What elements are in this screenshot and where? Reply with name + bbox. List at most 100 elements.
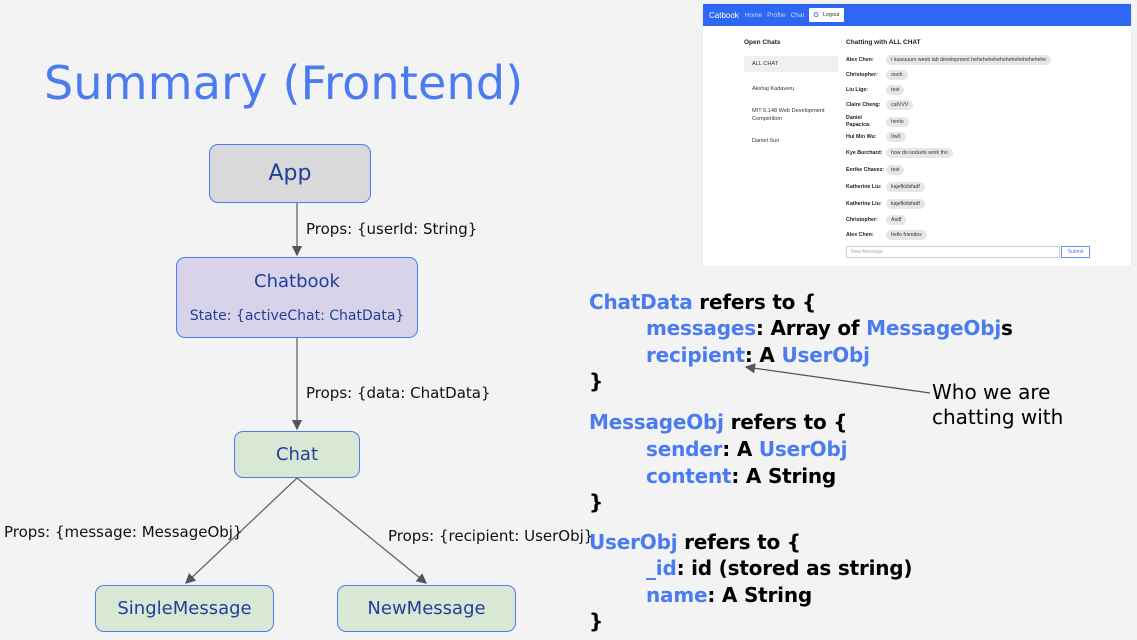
edge-label-chatbook-chat: Props: {data: ChatData}	[306, 384, 491, 402]
code-text: : Array of	[755, 316, 867, 340]
code-id-line: _id: id (stored as string)	[646, 556, 913, 580]
node-new-message: NewMessage	[337, 585, 516, 632]
code-text: : A	[722, 437, 759, 461]
field-key: sender	[646, 437, 723, 461]
code-text: refers to {	[692, 290, 817, 314]
type-name: MessageObj	[589, 410, 724, 434]
message-bubble: kajefkldsfadf	[886, 199, 925, 209]
message-sender: Liu Lige:	[846, 86, 869, 93]
message-row: Christopher: Asdf	[846, 215, 1096, 225]
code-close-brace: }	[589, 609, 604, 633]
chat-item-all-chat[interactable]: ALL CHAT	[744, 56, 838, 72]
code-chatdata-header: ChatData refers to {	[589, 290, 816, 314]
edge-chat-new	[296, 477, 428, 584]
message-sender: Kye Burchard:	[846, 149, 883, 156]
node-chatbook-state: State: {activeChat: ChatData}	[189, 308, 405, 324]
message-bubble: how do sockets work tho	[886, 148, 953, 158]
message-sender: Christopher:	[846, 71, 878, 78]
chat-item-daniel[interactable]: Daniel Sun	[752, 138, 780, 144]
message-sender: Katherine Liu:	[846, 183, 882, 190]
message-row: Alex Chen:i luuuuuurv weeb lab developme…	[846, 55, 1096, 65]
message-sender: Daniel Papacica:	[846, 115, 871, 128]
message-bubble: hello friendos	[886, 230, 927, 240]
code-text: s	[1001, 316, 1013, 340]
nav-link-profile[interactable]: Profile	[767, 11, 786, 19]
code-messageobj-header: MessageObj refers to {	[589, 410, 848, 434]
message-bubble: kajefkldsfadf	[886, 182, 925, 192]
message-row: Katherine Liu: kajefkldsfadf	[846, 199, 1096, 209]
message-row: Liu Lige:test	[846, 85, 1096, 95]
code-close-brace: }	[589, 490, 604, 514]
code-content-line: content: A String	[646, 464, 836, 488]
message-bubble: Asdf	[886, 215, 907, 225]
chat-item-mit[interactable]: MIT 6.148 Web Development Competition	[752, 108, 825, 122]
field-key: _id	[646, 556, 677, 580]
code-text: : id (stored as string)	[676, 556, 913, 580]
message-bubble: i luuuuuurv weeb lab development heheheh…	[886, 55, 1052, 65]
new-message-input[interactable]: New Message	[846, 246, 1060, 258]
message-bubble: catVVV	[886, 100, 914, 110]
code-close-brace: }	[589, 369, 604, 393]
edge-chat-single	[185, 477, 298, 584]
message-sender: Katherine Liu:	[846, 200, 882, 207]
nav-link-home[interactable]: Home	[744, 11, 763, 19]
node-single-message-label: SingleMessage	[117, 598, 252, 619]
node-chatbook-label: Chatbook	[254, 271, 340, 292]
logout-label: Logout	[822, 12, 840, 18]
type-name: ChatData	[589, 290, 693, 314]
message-sender: Claire Cheng:	[846, 101, 881, 108]
message-row: Claire Cheng: catVVV	[846, 100, 1096, 110]
node-new-message-label: NewMessage	[367, 598, 486, 619]
annotation-line-2: chatting with	[932, 405, 1064, 429]
code-userobj-header: UserObj refers to {	[589, 530, 801, 554]
message-sender: Hui Min Wu:	[846, 133, 877, 140]
chat-item-akshaj[interactable]: Akshaj Kadaveru	[752, 86, 795, 92]
navbar-brand[interactable]: Catbook	[709, 10, 739, 20]
annotation-line-1: Who we are	[932, 380, 1051, 404]
node-chatbook: Chatbook State: {activeChat: ChatData}	[176, 257, 418, 338]
message-row: Hui Min Wu: 0w0	[846, 132, 1096, 142]
open-chats-title: Open Chats	[744, 39, 781, 46]
code-text: : A	[744, 343, 782, 367]
annotation-arrow	[744, 363, 931, 394]
message-bubble: henlo	[886, 116, 909, 127]
chatting-title: Chatting with ALL CHAT	[846, 39, 921, 46]
code-name-line: name: A String	[646, 583, 812, 607]
submit-button[interactable]: Submit	[1061, 246, 1090, 258]
message-sender: Enrike Chavez:	[846, 166, 884, 173]
edge-label-chat-new: Props: {recipient: UserObj}	[388, 527, 594, 545]
message-bubble: 0w0	[886, 132, 906, 142]
code-text: : A	[707, 583, 744, 607]
field-key: name	[646, 583, 708, 607]
field-key: messages	[646, 316, 756, 340]
code-text: refers to {	[677, 530, 801, 554]
node-chat-label: Chat	[275, 444, 319, 465]
code-recipient-line: recipient: A UserObj	[646, 343, 870, 367]
type-name: MessageObj	[866, 316, 1001, 340]
field-key: content	[646, 464, 732, 488]
code-messages-line: messages: Array of MessageObjs	[646, 316, 1013, 340]
edge-label-app-chatbook: Props: {userId: String}	[306, 220, 478, 238]
type-name: UserObj	[589, 530, 678, 554]
type-name: UserObj	[781, 343, 870, 367]
code-sender-line: sender: A UserObj	[646, 437, 847, 461]
code-text: refers to {	[723, 410, 848, 434]
edge-label-chat-single: Props: {message: MessageObj}	[4, 523, 243, 541]
message-row: Daniel Papacica: henlo	[846, 115, 1096, 128]
field-key: recipient	[646, 343, 745, 367]
type-text: String	[743, 583, 812, 607]
message-bubble: test	[886, 165, 905, 175]
annotation-note: Who we are chatting with	[932, 380, 1063, 430]
node-app: App	[209, 144, 371, 203]
node-chat: Chat	[234, 431, 360, 478]
message-sender: Christopher:	[846, 216, 878, 223]
node-single-message: SingleMessage	[95, 585, 274, 632]
google-icon: G	[813, 11, 819, 19]
nav-link-chat[interactable]: Chat	[790, 11, 805, 19]
node-app-label: App	[268, 161, 312, 186]
page-title: Summary (Frontend)	[44, 56, 524, 110]
